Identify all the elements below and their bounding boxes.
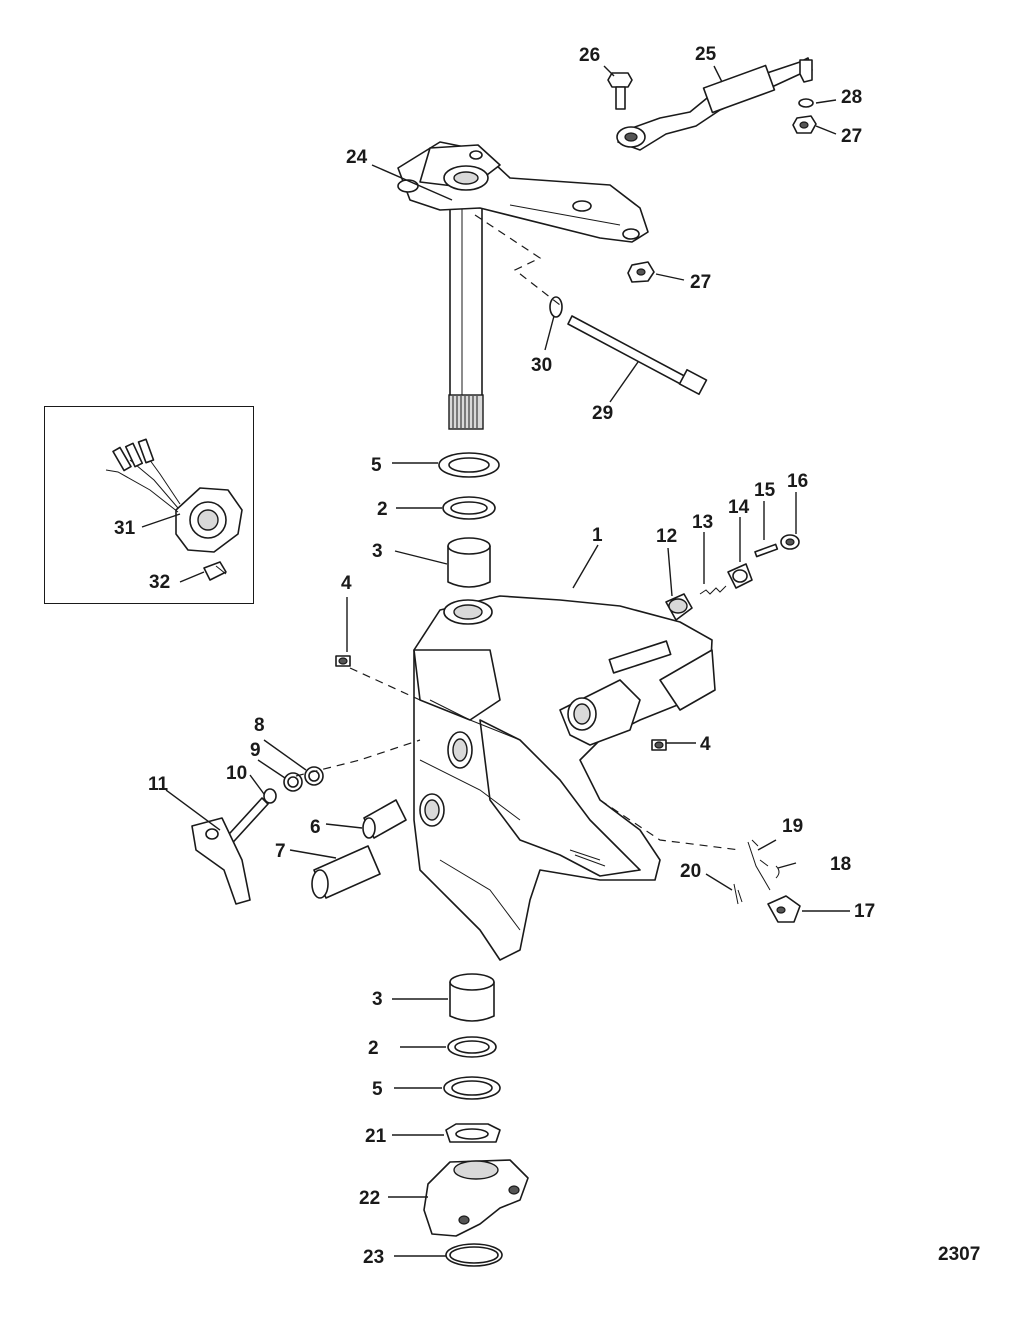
callout-7: 7 bbox=[275, 841, 286, 862]
bolt-head bbox=[607, 72, 633, 88]
inset-screw bbox=[203, 561, 227, 581]
yoke-22 bbox=[423, 1159, 529, 1237]
spring-20 bbox=[733, 883, 743, 905]
callout-5-upper: 5 bbox=[371, 455, 382, 476]
figure-id: 2307 bbox=[938, 1244, 981, 1265]
inset-sender-assembly bbox=[105, 438, 243, 581]
upper-stack bbox=[438, 452, 500, 588]
callout-17: 17 bbox=[854, 901, 876, 922]
callout-14: 14 bbox=[728, 497, 750, 518]
callout-26: 26 bbox=[579, 45, 601, 66]
upper-bushing bbox=[447, 545, 491, 588]
steering-arm-assembly bbox=[397, 141, 649, 430]
callout-27-upper: 27 bbox=[841, 126, 863, 147]
leader-lines bbox=[141, 65, 850, 1257]
callout-31: 31 bbox=[114, 518, 136, 539]
inset-frame bbox=[44, 406, 254, 604]
set-screws bbox=[335, 655, 667, 751]
callout-19: 19 bbox=[782, 816, 804, 837]
callout-2-upper: 2 bbox=[377, 499, 388, 520]
long-bolt bbox=[567, 315, 693, 389]
callout-29: 29 bbox=[592, 403, 614, 424]
callout-22: 22 bbox=[359, 1188, 381, 1209]
lever-parts bbox=[599, 799, 801, 923]
steering-shaft bbox=[449, 199, 483, 426]
callout-2-lower: 2 bbox=[368, 1038, 379, 1059]
callout-30: 30 bbox=[531, 355, 553, 376]
long-bolt-assembly bbox=[474, 214, 708, 396]
callout-1: 1 bbox=[592, 525, 603, 546]
callout-6: 6 bbox=[310, 817, 321, 838]
lower-stack bbox=[423, 973, 529, 1267]
bolt-washer bbox=[549, 296, 563, 318]
callout-13: 13 bbox=[692, 512, 714, 533]
clip-18 bbox=[775, 865, 780, 879]
washer bbox=[798, 98, 814, 108]
callout-28: 28 bbox=[841, 87, 863, 108]
callout-20: 20 bbox=[680, 861, 702, 882]
swivel-bracket bbox=[413, 595, 716, 961]
callout-3-upper: 3 bbox=[372, 541, 383, 562]
tilt-lock-assembly bbox=[191, 667, 421, 905]
callout-10: 10 bbox=[226, 763, 248, 784]
callout-15: 15 bbox=[754, 480, 776, 501]
callout-16: 16 bbox=[787, 471, 809, 492]
callout-25: 25 bbox=[695, 44, 717, 65]
shaft-spline bbox=[448, 394, 484, 430]
trim-limit-parts bbox=[665, 534, 800, 621]
callout-27-lower: 27 bbox=[690, 272, 712, 293]
callout-4-upper: 4 bbox=[341, 573, 352, 594]
link-rod-assembly bbox=[607, 57, 817, 283]
pin-15 bbox=[754, 543, 779, 558]
callout-18: 18 bbox=[830, 854, 852, 875]
callout-11: 11 bbox=[148, 774, 169, 795]
callout-3-lower: 3 bbox=[372, 989, 383, 1010]
callout-8: 8 bbox=[254, 715, 265, 736]
ring-10 bbox=[263, 788, 277, 804]
spring-19 bbox=[747, 841, 771, 891]
callout-9: 9 bbox=[250, 740, 261, 761]
callout-12: 12 bbox=[656, 526, 678, 547]
callout-5-lower: 5 bbox=[372, 1079, 383, 1100]
callout-4-lower: 4 bbox=[700, 734, 711, 755]
lock-lever bbox=[191, 817, 251, 905]
callout-21: 21 bbox=[365, 1126, 387, 1147]
lower-bushing bbox=[449, 981, 495, 1022]
callout-24: 24 bbox=[346, 147, 368, 168]
callout-23: 23 bbox=[363, 1247, 385, 1268]
callout-32: 32 bbox=[149, 572, 171, 593]
